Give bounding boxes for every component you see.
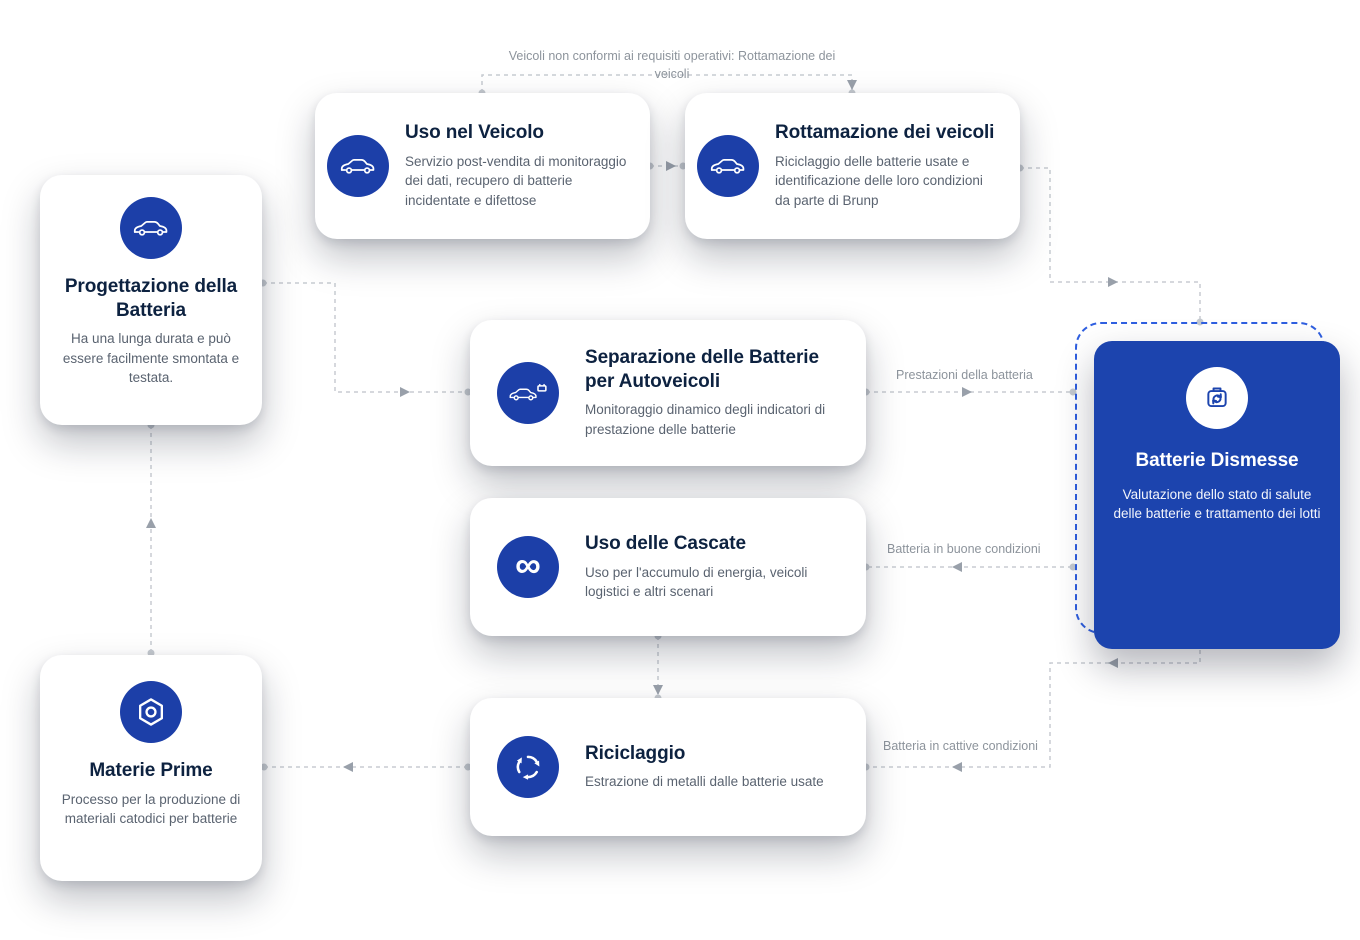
edge-label-cattive-condizioni: Batteria in cattive condizioni [883, 739, 1038, 753]
node-body: Processo per la produzione di materiali … [61, 791, 241, 827]
edge-rottamazione-to-batterie [1020, 167, 1201, 320]
recycle-icon [497, 736, 559, 798]
node-materie-prime: Materie Prime Processo per la produzione… [40, 655, 262, 881]
node-body: Servizio post-vendita di monitoraggio de… [405, 153, 627, 209]
node-batterie-dismesse: Batterie Dismesse Valutazione dello stat… [1094, 341, 1340, 649]
node-separazione-batterie: Separazione delle Batterie per Autoveico… [470, 320, 866, 466]
node-title: Riciclaggio [585, 742, 686, 764]
edge-progettazione-to-separazione [263, 282, 466, 393]
node-uso-nel-veicolo: Uso nel Veicolo Servizio post-vendita di… [315, 93, 650, 239]
node-body: Valutazione dello stato di salute delle … [1113, 486, 1321, 522]
node-title: Separazione delle Batterie per Autoveico… [585, 347, 819, 392]
battery-recycle-icon [1186, 367, 1248, 429]
node-body: Uso per l'accumulo di energia, veicoli l… [585, 564, 808, 600]
hexagon-nut-icon [120, 681, 182, 743]
node-progettazione-batteria: Progettazione della Batteria Ha una lung… [40, 175, 262, 425]
edge-label-non-conformi: Veicoli non conformi ai requisiti operat… [508, 49, 836, 82]
car-battery-icon [497, 362, 559, 424]
car-icon [120, 197, 182, 259]
node-body: Monitoraggio dinamico degli indicatori d… [585, 402, 826, 438]
node-riciclaggio: Riciclaggio Estrazione di metalli dalle … [470, 698, 866, 836]
node-body: Estrazione di metalli dalle batterie usa… [585, 774, 824, 790]
node-body: Riciclaggio delle batterie usate e ident… [775, 153, 983, 209]
node-title: Batterie Dismesse [1135, 450, 1299, 471]
edge-label-buone-condizioni: Batteria in buone condizioni [887, 542, 1041, 556]
node-title: Rottamazione dei veicoli [775, 122, 995, 144]
car-icon [327, 135, 389, 197]
infinity-icon: ∞ [497, 536, 559, 598]
edge-batterie-to-riciclaggio [868, 634, 1201, 768]
batterie-dismesse-dashed-frame: Batterie Dismesse Valutazione dello stat… [1075, 322, 1340, 649]
node-title: Materie Prime [89, 760, 213, 781]
arrowheads [146, 80, 1118, 772]
edge-label-prestazioni: Prestazioni della batteria [896, 368, 1033, 382]
node-title: Progettazione della Batteria [64, 276, 238, 321]
node-title: Uso delle Cascate [585, 533, 746, 555]
node-body: Ha una lunga durata e può essere facilme… [62, 331, 240, 386]
node-title: Uso nel Veicolo [405, 122, 544, 144]
car-icon [697, 135, 759, 197]
node-uso-cascate: ∞ Uso delle Cascate Uso per l'accumulo d… [470, 498, 866, 636]
node-rottamazione-veicoli: Rottamazione dei veicoli Riciclaggio del… [685, 93, 1020, 239]
